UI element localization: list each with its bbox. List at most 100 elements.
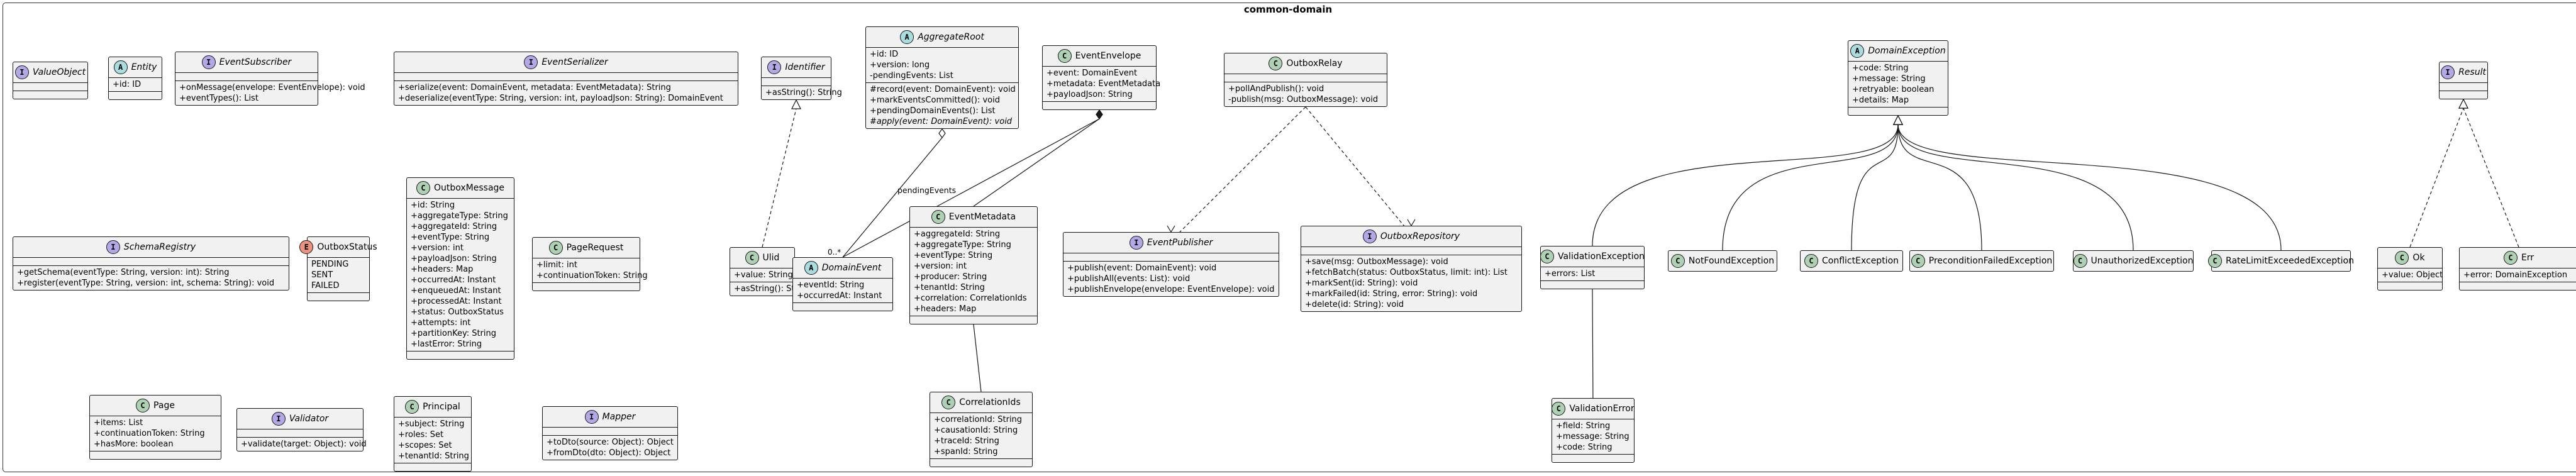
stereotype-badge-icon: C (1804, 254, 1818, 268)
class-name: ConflictException (1822, 255, 1899, 266)
stereotype-badge-icon: I (1362, 230, 1377, 243)
attributes-section: +value: String (730, 268, 794, 282)
attribute: +continuationToken: String (94, 429, 205, 438)
methods-section: +onMessage(envelope: EventEnvelope): voi… (175, 80, 365, 105)
method: +delete(id: String): void (1305, 300, 1404, 309)
attributes-section: +event: DomainEvent+metadata: EventMetad… (1043, 66, 1161, 101)
class-name: Validator (289, 413, 329, 424)
stereotype-badge-icon: I (1129, 236, 1143, 250)
methods-section (2460, 282, 2576, 290)
stereotype-badge-icon: C (1670, 254, 1685, 268)
method: +onMessage(envelope: EventEnvelope): voi… (179, 83, 365, 92)
class-name: DomainException (1868, 45, 1946, 56)
class-name: Identifier (785, 62, 825, 72)
methods-section (2378, 282, 2442, 290)
methods-section (930, 458, 1032, 467)
class-name: UnauthorizedException (2090, 255, 2194, 266)
attribute: +details: Map (1852, 96, 1909, 105)
class-name: Result (2458, 67, 2486, 77)
class-name: OutboxMessage (433, 182, 505, 193)
stereotype-badge-icon: C (941, 396, 956, 409)
attribute: +value: String (734, 270, 793, 280)
method: +eventTypes(): List (179, 94, 258, 103)
attribute: +tenantId: String (398, 451, 469, 461)
attributes-section: +field: String+message: String+code: Str… (1552, 419, 1634, 454)
methods-section (394, 463, 471, 471)
stereotype-badge-icon: A (900, 30, 914, 44)
class-name: EventEnvelope (1075, 50, 1141, 61)
methods-section: +serialize(event: DomainEvent, metadata:… (394, 80, 738, 105)
class-name: EventMetadata (948, 211, 1016, 222)
attributes-section: +subject: String+roles: Set+scopes: Set+… (394, 417, 471, 463)
method: +serialize(event: DomainEvent, metadata:… (398, 83, 671, 92)
stereotype-badge-icon: C (1057, 49, 1072, 63)
attribute: +error: DomainException (2463, 270, 2568, 280)
attribute: +metadata: EventMetadata (1046, 79, 1161, 89)
attributes-section (2440, 82, 2487, 91)
attributes-section: +items: List+continuationToken: String+h… (90, 416, 221, 451)
stereotype-badge-icon: C (1269, 57, 1283, 70)
class-name: RateLimitExceededException (2226, 255, 2354, 266)
attribute: +version: int (914, 262, 967, 271)
methods-section (13, 91, 87, 99)
method: +fromDto(dto: Object): Object (547, 448, 671, 458)
stereotype-badge-icon: I (2441, 65, 2455, 79)
stereotype-badge-icon: C (548, 241, 563, 255)
methods-section: +getSchema(eventType: String, version: i… (13, 265, 289, 290)
attribute: +code: String (1556, 443, 1613, 452)
stereotype-badge-icon: C (1540, 250, 1554, 263)
class-name: Principal (423, 401, 460, 412)
method: #record(event: DomainEvent): void (870, 85, 1016, 94)
methods-section: +toDto(source: Object): Object+fromDto(d… (543, 435, 677, 460)
methods-section (109, 91, 162, 99)
attribute: +lastError: String (411, 340, 482, 349)
stereotype-badge-icon: C (136, 399, 150, 412)
stereotype-badge-icon: A (804, 261, 818, 275)
class-name: EventSerializer (541, 57, 608, 67)
class-conflict-exception[interactable]: C ConflictException (1800, 250, 1903, 272)
attribute: SENT (311, 270, 333, 280)
attribute: +version: long (870, 60, 930, 70)
attribute: +id: ID (870, 50, 899, 59)
